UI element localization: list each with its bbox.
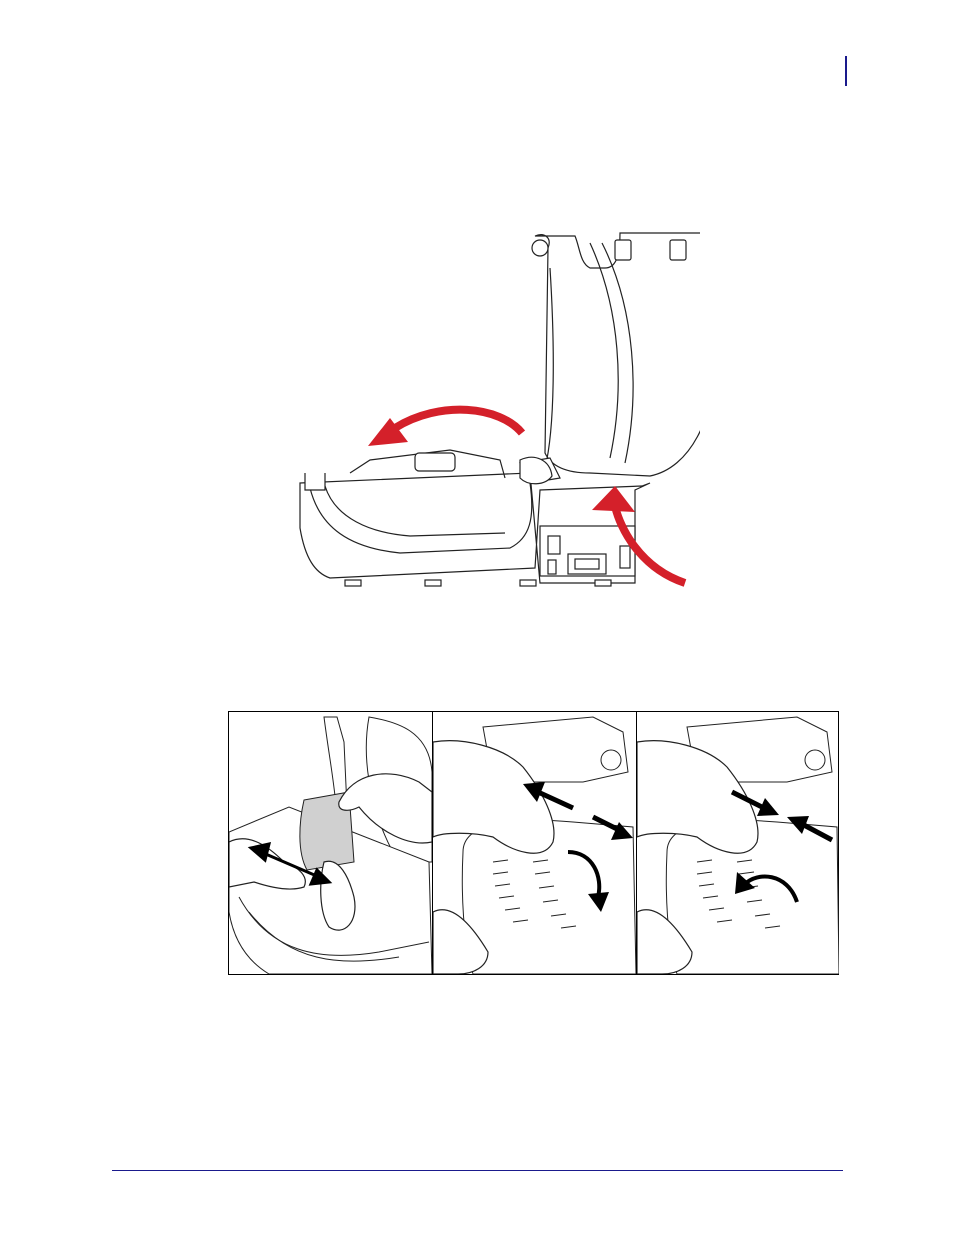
printer-open-illustration (290, 228, 700, 593)
media-guide-panels (228, 711, 839, 975)
footer-rule (112, 1170, 843, 1171)
panel-adjust-guides-open (433, 712, 636, 974)
panel-insert-media (229, 712, 432, 974)
margin-tab-bar (845, 56, 847, 86)
panel-adjust-guides-close (637, 712, 839, 974)
